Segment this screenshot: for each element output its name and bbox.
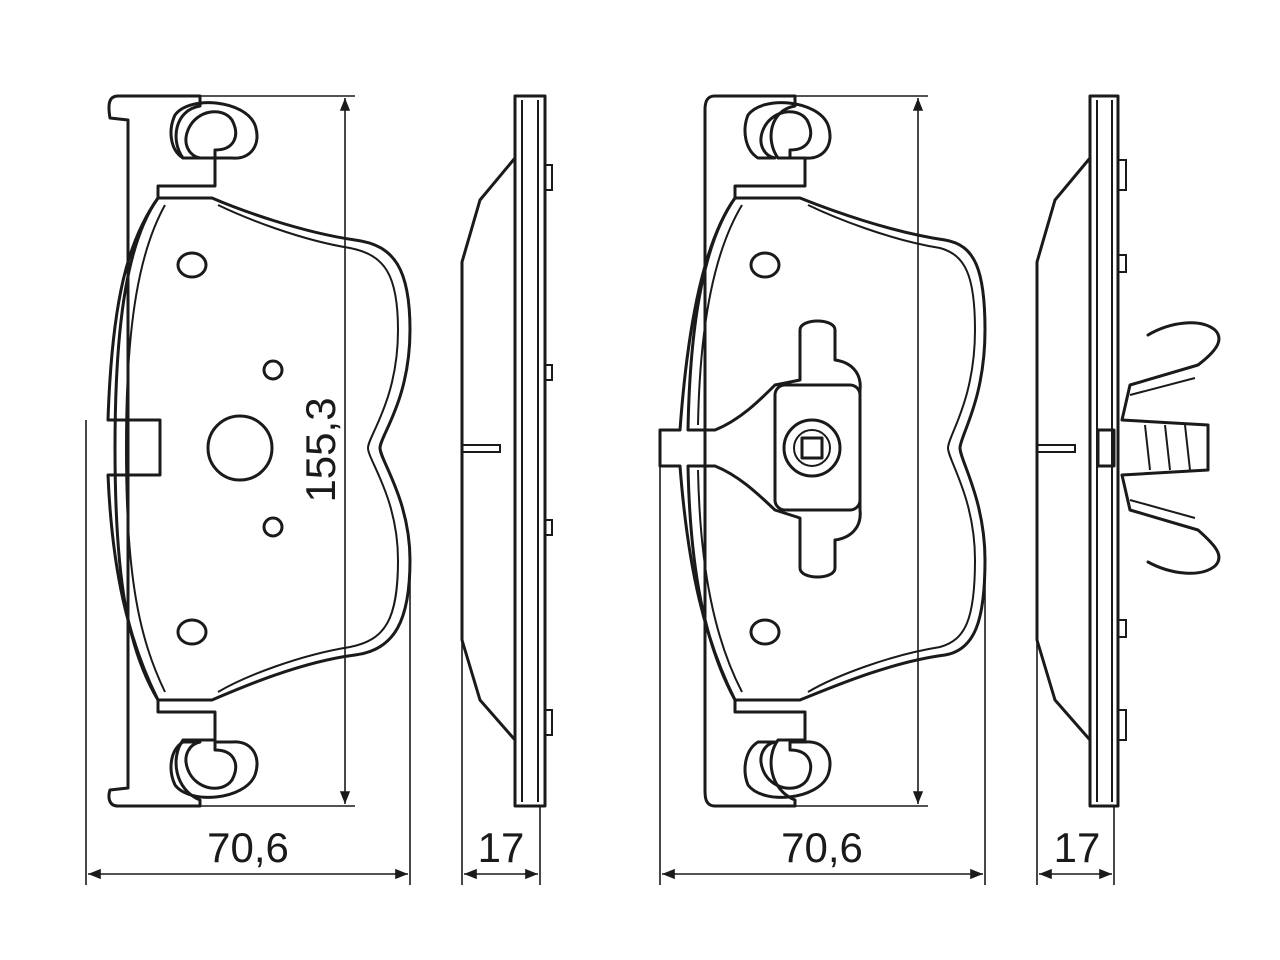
pad2-front-view	[658, 94, 987, 808]
pad1-hole-top	[176, 251, 208, 279]
pad1-bottom-ear	[169, 740, 259, 799]
pad2-friction-material	[686, 196, 987, 702]
pad2-hole-bottom	[749, 618, 781, 646]
pad2-width-label: 70,6	[781, 824, 863, 871]
pad2-sensor-square	[800, 436, 824, 460]
pad1-width-label: 70,6	[207, 824, 289, 871]
pad1-hole-bottom	[176, 618, 208, 646]
pad2-side-backing	[1088, 94, 1120, 808]
pad2-bottom-ear	[743, 740, 832, 799]
pad1-front-view	[106, 94, 412, 808]
pad1-friction-material	[113, 196, 412, 702]
pad1-side-friction	[460, 156, 517, 742]
pad1-center-hole	[206, 414, 274, 482]
pad2-sensor-socket	[782, 418, 842, 478]
pad1-rivet-top	[262, 359, 284, 381]
pad2-thickness-dimension: 17	[1036, 640, 1115, 885]
pad1-height-label: 155,3	[297, 397, 344, 502]
pad1-side-view	[460, 94, 553, 808]
pad1-thickness-label: 17	[478, 824, 525, 871]
pad2-side-friction	[1035, 156, 1092, 742]
pad1-side-backing	[513, 94, 547, 808]
pad2-side-view	[1035, 94, 1221, 808]
pad2-hole-top	[749, 251, 781, 279]
pad1-height-dimension: 155,3	[200, 95, 355, 807]
pad2-sensor-housing	[773, 383, 862, 512]
pad2-height-extension	[795, 95, 928, 807]
pad1-rivet-bottom	[262, 516, 284, 538]
pad2-retaining-spring	[1120, 321, 1221, 575]
pad1-friction-inner	[124, 204, 166, 693]
pad2-spring-mount	[1096, 428, 1116, 468]
pad2-thickness-label: 17	[1054, 824, 1101, 871]
pad2-width-dimension: 70,6	[659, 466, 986, 885]
pad1-top-ear	[169, 101, 259, 160]
pad1-width-dimension: 70,6	[85, 420, 411, 885]
pad2-top-ear	[743, 101, 832, 160]
pad1-thickness-dimension: 17	[461, 640, 541, 885]
